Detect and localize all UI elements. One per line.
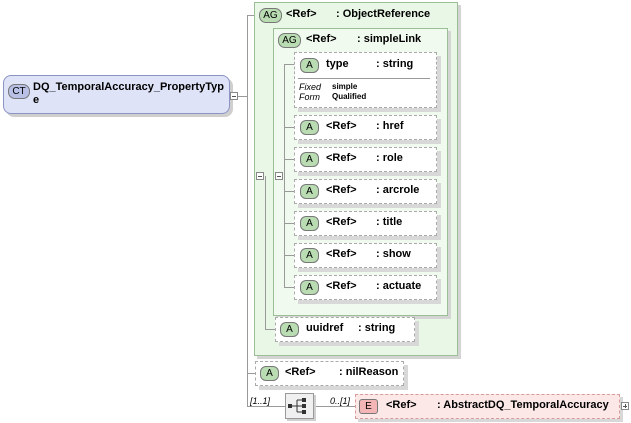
inner-group-ref: <Ref> bbox=[306, 33, 337, 45]
element-name: : AbstractDQ_TemporalAccuracy bbox=[437, 399, 609, 411]
connector-link-attr bbox=[284, 287, 294, 288]
complex-type-node[interactable]: CT DQ_TemporalAccuracy_PropertyType bbox=[3, 75, 230, 114]
connector-inner-trunk bbox=[265, 176, 266, 329]
type-attribute-badge: A bbox=[300, 58, 319, 73]
link-attribute-name: : href bbox=[376, 120, 404, 132]
connector-link-attr bbox=[284, 159, 294, 160]
sequence-icon bbox=[288, 398, 306, 414]
uuidref-type: : string bbox=[358, 322, 396, 334]
nilreason-badge: A bbox=[260, 366, 279, 381]
fixed-value: simple bbox=[332, 82, 358, 91]
connector-inner-uuidref bbox=[265, 329, 275, 330]
fixed-label: Fixed bbox=[299, 82, 322, 92]
connector-type bbox=[284, 64, 294, 65]
connector-attr-trunk bbox=[284, 64, 285, 287]
link-attribute-name: : show bbox=[376, 248, 411, 260]
link-attribute-badge: A bbox=[300, 216, 319, 231]
link-attribute-ref: <Ref> bbox=[326, 152, 357, 164]
outer-group-name: : ObjectReference bbox=[336, 8, 431, 20]
element-expand-icon[interactable] bbox=[621, 402, 629, 410]
connector-sequence-element bbox=[314, 406, 356, 407]
sequence-compositor[interactable] bbox=[285, 393, 314, 419]
connector-outer-group bbox=[247, 15, 255, 16]
connector-trunk bbox=[247, 15, 248, 407]
connector-ct bbox=[238, 96, 248, 97]
complex-type-collapse-icon[interactable] bbox=[230, 92, 238, 100]
link-attribute-badge: A bbox=[300, 120, 319, 135]
nilreason-name: : nilReason bbox=[339, 366, 399, 378]
type-attribute-type: : string bbox=[376, 58, 414, 70]
nilreason-attribute[interactable] bbox=[255, 361, 404, 386]
form-value: Qualified bbox=[332, 92, 367, 101]
link-attribute-name: : arcrole bbox=[376, 184, 420, 196]
link-attribute-badge: A bbox=[300, 152, 319, 167]
complex-type-badge: CT bbox=[8, 84, 30, 99]
link-attribute-ref: <Ref> bbox=[326, 120, 357, 132]
inner-group-badge: AG bbox=[278, 33, 301, 48]
link-attribute-badge: A bbox=[300, 280, 319, 295]
connector-link-attr bbox=[284, 191, 294, 192]
type-attribute-divider bbox=[298, 78, 430, 79]
link-attribute-badge: A bbox=[300, 248, 319, 263]
sequence-cardinality: [1..1] bbox=[250, 396, 271, 406]
complex-type-name: DQ_TemporalAccuracy_PropertyType bbox=[33, 81, 224, 106]
element-ref: <Ref> bbox=[386, 399, 417, 411]
form-label: Form bbox=[299, 92, 320, 102]
link-attribute-ref: <Ref> bbox=[326, 280, 357, 292]
link-attribute-badge: A bbox=[300, 184, 319, 199]
link-attribute-name: : role bbox=[376, 152, 403, 164]
element-cardinality: 0..[1] bbox=[330, 396, 351, 406]
link-attribute-name: : actuate bbox=[376, 280, 422, 292]
nilreason-ref: <Ref> bbox=[285, 366, 316, 378]
link-attribute[interactable] bbox=[294, 147, 437, 172]
outer-group-ref: <Ref> bbox=[286, 8, 317, 20]
outer-group-badge: AG bbox=[259, 8, 282, 23]
link-attribute-name: : title bbox=[376, 216, 403, 228]
inner-group-collapse-icon[interactable] bbox=[275, 172, 283, 180]
inner-group-name: : simpleLink bbox=[357, 33, 422, 45]
element-badge: E bbox=[359, 399, 378, 414]
link-attribute-ref: <Ref> bbox=[326, 216, 357, 228]
uuidref-badge: A bbox=[280, 322, 299, 337]
connector-link-attr bbox=[284, 127, 294, 128]
connector-sequence bbox=[247, 406, 285, 407]
type-attribute-name: type bbox=[326, 58, 349, 70]
uuidref-name: uuidref bbox=[306, 322, 344, 334]
connector-link-attr bbox=[284, 223, 294, 224]
abstract-element[interactable] bbox=[355, 394, 620, 419]
outer-group-collapse-icon[interactable] bbox=[256, 172, 264, 180]
connector-link-attr bbox=[284, 255, 294, 256]
type-attribute[interactable] bbox=[294, 52, 437, 108]
link-attribute-ref: <Ref> bbox=[326, 248, 357, 260]
link-attribute-ref: <Ref> bbox=[326, 184, 357, 196]
connector-nilreason bbox=[247, 373, 255, 374]
